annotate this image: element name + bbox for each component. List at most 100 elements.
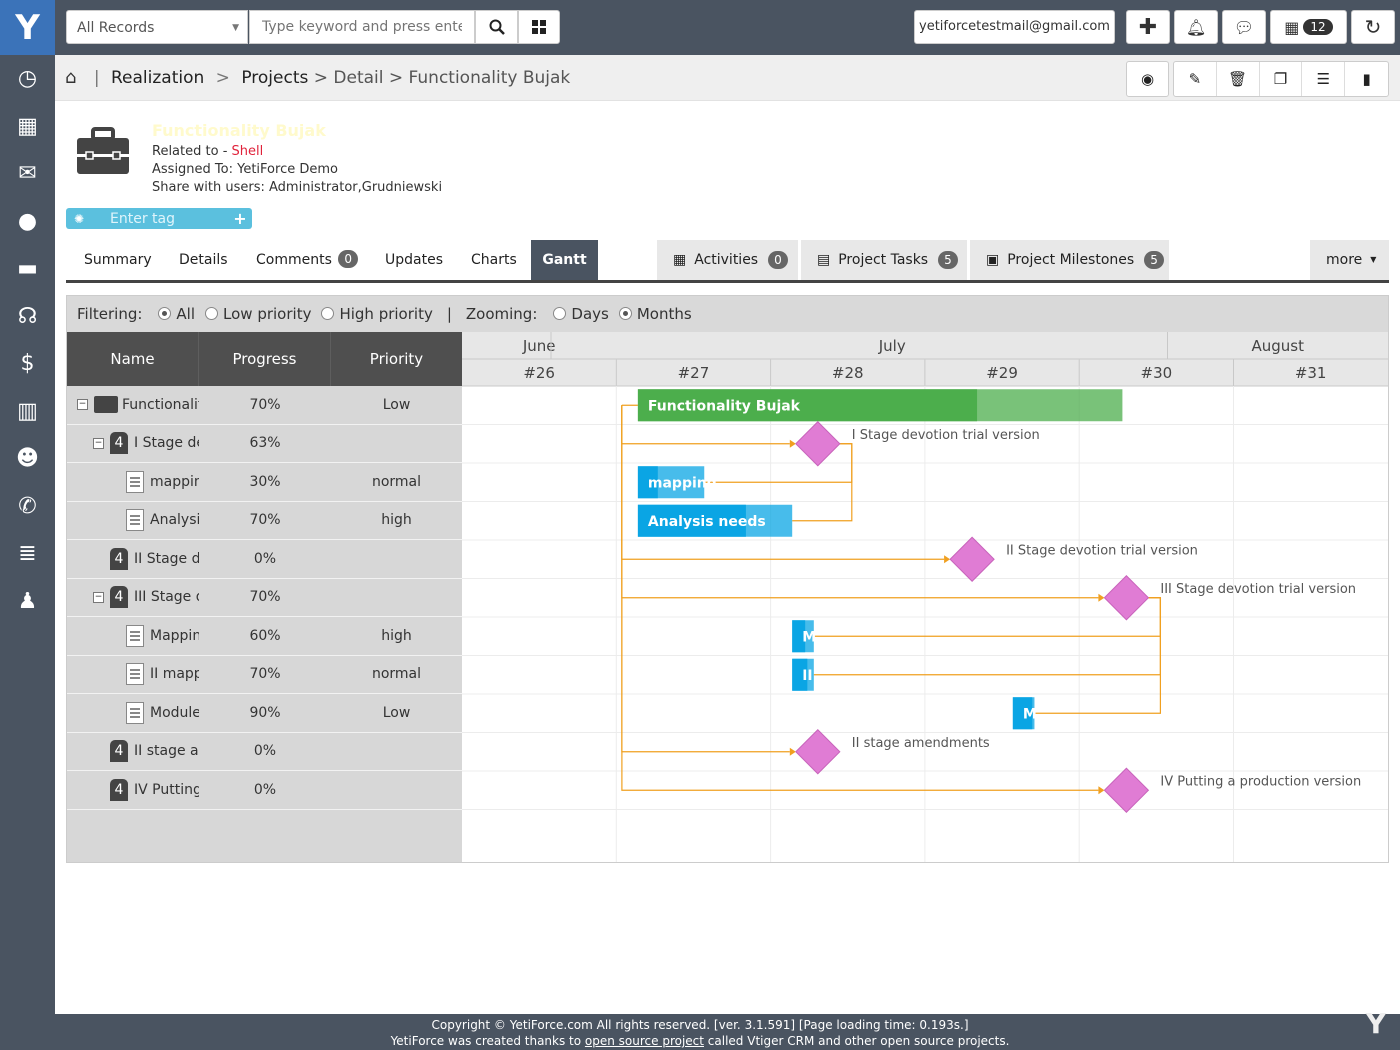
footer-logo-icon: Y <box>1365 1007 1386 1040</box>
records-select[interactable]: All Records ▼ <box>66 10 248 44</box>
user-settings-icon[interactable]: ☻ <box>16 446 39 472</box>
search-icon <box>489 19 505 35</box>
tab-gantt[interactable]: Gantt <box>531 240 598 280</box>
bar-label: Analysis needs <box>648 514 766 530</box>
tab-updates[interactable]: Updates <box>385 252 443 268</box>
edit-button[interactable]: ✎ <box>1174 62 1217 96</box>
chat-button[interactable]: 💬︎ <box>1222 10 1266 44</box>
gantt-row[interactable]: II mapping70%normal <box>67 656 462 694</box>
gantt-row[interactable]: 4II Stage devotion trial version0% <box>67 540 462 579</box>
tab-activities[interactable]: ▦ Activities 0 <box>657 240 798 280</box>
watch-button[interactable]: ◉ <box>1127 62 1168 96</box>
zoom-months-radio[interactable] <box>618 307 632 320</box>
tab-summary[interactable]: Summary <box>84 252 152 268</box>
gantt-row-progress: 0% <box>253 743 277 760</box>
mail-icon[interactable]: ✉ <box>18 161 37 187</box>
milestone-icon: 4 <box>110 432 128 455</box>
caret-down-icon: ▼ <box>1370 255 1377 264</box>
briefcase-icon[interactable]: ▬ <box>17 256 38 282</box>
filter-all-radio[interactable] <box>158 307 172 320</box>
bar-label: M <box>802 629 816 645</box>
gantt-row-name: 4II stage amendments <box>67 740 199 763</box>
notifications-button[interactable]: 🔔︎ <box>1174 10 1218 44</box>
dollar-icon[interactable]: $ <box>20 351 35 377</box>
gantt-row[interactable]: mapping30%normal <box>67 463 462 502</box>
column-progress[interactable]: Progress <box>199 332 331 386</box>
add-tag-button[interactable]: + <box>233 209 247 228</box>
column-priority[interactable]: Priority <box>369 350 424 368</box>
yetiforce-logo-icon[interactable]: Y <box>0 0 55 55</box>
grid-button[interactable] <box>518 10 560 44</box>
milestone-diamond[interactable] <box>949 536 995 582</box>
filter-low-option[interactable]: Low priority <box>205 305 311 323</box>
tab-charts[interactable]: Charts <box>471 252 517 268</box>
milestone-diamond[interactable] <box>795 729 841 775</box>
bar-progress-fill <box>637 389 978 422</box>
gantt-row[interactable]: 4II stage amendments 0% <box>67 733 462 771</box>
milestone-diamond[interactable] <box>1103 767 1150 813</box>
gantt-row-progress: 0% <box>253 781 277 798</box>
gantt-grid-header: Name Progress Priority <box>67 332 462 386</box>
filter-all-option[interactable]: All <box>158 305 195 323</box>
history-button[interactable]: ↻ <box>1351 10 1395 44</box>
dashboard-icon[interactable]: ◷ <box>17 66 38 92</box>
tab-more[interactable]: more ▼ <box>1310 240 1389 280</box>
document-button[interactable]: ▮ <box>1345 62 1388 96</box>
open-source-link[interactable]: open source project <box>584 1034 704 1048</box>
piggy-bank-icon[interactable]: ● <box>17 208 38 234</box>
zoom-days-radio[interactable] <box>553 307 567 320</box>
gantt-row[interactable]: −4I Stage devotion trial version63% <box>67 425 462 463</box>
filter-low-label: Low priority <box>223 305 312 323</box>
gantt-row[interactable]: Analysis needs70%high <box>67 502 462 540</box>
zoom-days-option[interactable]: Days <box>553 305 609 323</box>
milestone-diamond[interactable] <box>795 421 841 467</box>
gantt-row[interactable]: 4IV Putting a production version0% <box>67 771 462 810</box>
database-icon[interactable]: ≣ <box>18 541 37 567</box>
headset-icon[interactable]: ☊ <box>17 303 38 329</box>
briefcase-icon <box>77 127 129 174</box>
duplicate-button[interactable]: ❐ <box>1260 62 1303 96</box>
tab-project-tasks[interactable]: ▤ Project Tasks 5 <box>801 240 967 280</box>
breadcrumb-separator: > <box>215 68 230 88</box>
column-name[interactable]: Name <box>67 332 199 386</box>
zoom-days-label: Days <box>571 305 609 323</box>
filter-high-radio[interactable] <box>321 307 335 320</box>
milestone-label: II stage amendments <box>852 736 990 751</box>
gantt-row-progress: 70% <box>249 666 281 683</box>
filter-high-option[interactable]: High priority <box>321 305 433 323</box>
gantt-row[interactable]: −Functionality Bujak70%Low <box>67 386 462 425</box>
user-email[interactable]: yetiforcetestmail@gmail.com <box>914 10 1115 44</box>
collapse-toggle-icon[interactable]: − <box>77 399 88 411</box>
gantt-row-priority: normal <box>371 473 422 490</box>
calendar-reminders-button[interactable]: ▦ 12 <box>1270 10 1347 44</box>
milestone-label: IV Putting a production version <box>1160 774 1361 789</box>
related-to-link[interactable]: Shell <box>231 144 264 159</box>
breadcrumb-projects[interactable]: Projects <box>241 68 309 88</box>
support-icon[interactable]: ✆ <box>18 493 37 519</box>
milestone-diamond[interactable] <box>1103 575 1150 621</box>
tab-details[interactable]: Details <box>179 252 228 268</box>
user-icon[interactable]: ♟ <box>17 588 38 614</box>
quick-create-button[interactable]: ✚ <box>1126 10 1170 44</box>
gantt-row[interactable]: Mapping60%high <box>67 617 462 656</box>
delete-button[interactable]: 🗑︎ <box>1217 62 1260 96</box>
breadcrumb-module[interactable]: Realization <box>110 68 205 88</box>
zoom-months-option[interactable]: Months <box>618 305 692 323</box>
layout-button[interactable]: ☰ <box>1302 62 1346 96</box>
home-icon[interactable]: ⌂ <box>65 67 77 88</box>
gantt-row-progress: 30% <box>249 473 281 490</box>
collapse-toggle-icon[interactable]: − <box>93 591 104 603</box>
search-input[interactable] <box>249 10 475 44</box>
collapse-toggle-icon[interactable]: − <box>93 437 104 449</box>
search-button[interactable] <box>475 10 518 44</box>
building-icon[interactable]: ▥ <box>17 398 38 424</box>
tab-comments[interactable]: Comments 0 <box>256 240 358 280</box>
gantt-row-name: −4I Stage devotion trial version <box>67 432 199 455</box>
filter-low-radio[interactable] <box>205 307 219 320</box>
milestone-icon: ▣ <box>986 252 1000 268</box>
tab-project-milestones[interactable]: ▣ Project Milestones 5 <box>970 240 1169 280</box>
tag-input[interactable]: ✺ Enter tag + <box>66 208 252 229</box>
companies-icon[interactable]: ▦ <box>17 113 38 139</box>
